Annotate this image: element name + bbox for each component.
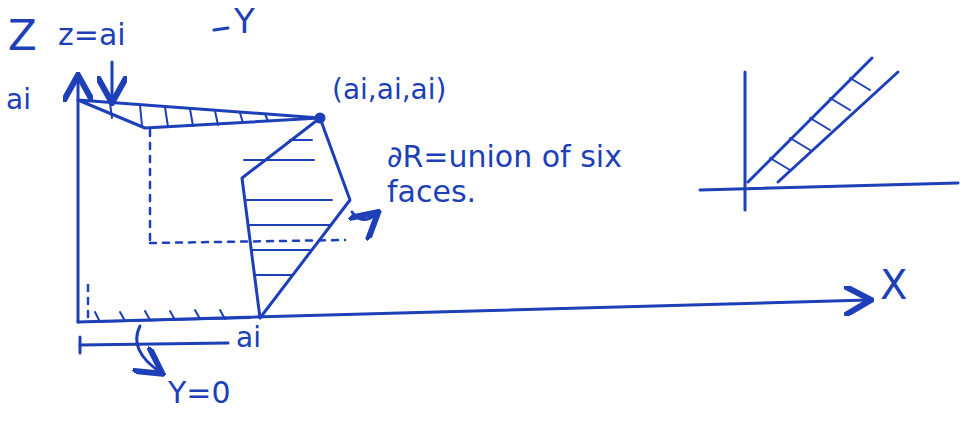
boundary-note: ∂R=union of six faces.	[385, 140, 689, 209]
axis-label: X	[878, 262, 909, 308]
coordinate-label: ai	[234, 322, 263, 354]
coordinate-label: ai	[4, 84, 33, 116]
plane-label: Y=0	[166, 376, 233, 411]
axis-label: Z	[6, 12, 39, 60]
axis-label: Y	[232, 2, 257, 41]
plane-label: z=ai	[56, 18, 128, 53]
point-label: (ai,ai,ai)	[330, 74, 448, 106]
